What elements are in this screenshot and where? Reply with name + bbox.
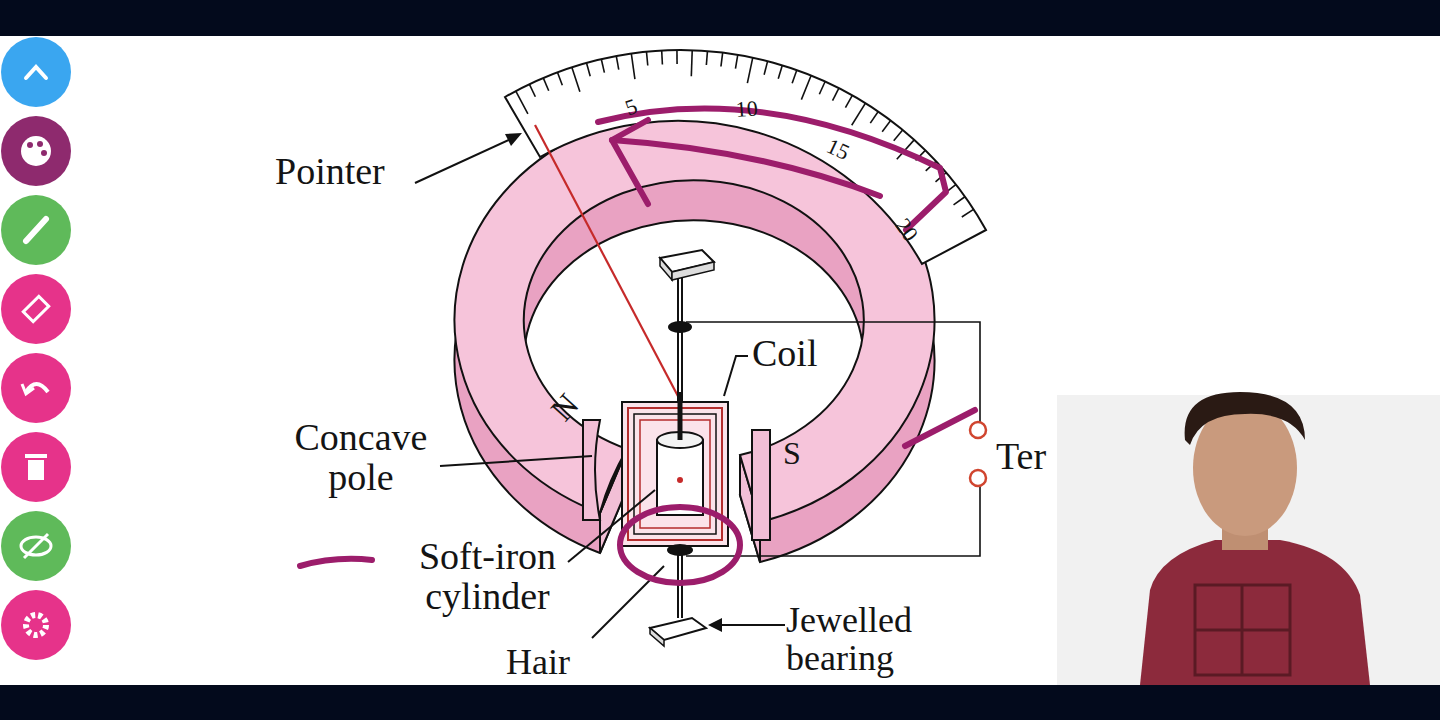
part-label: Coil: [752, 334, 817, 374]
part-label: Hair: [506, 644, 570, 682]
scale-tick: [706, 51, 707, 65]
scale-tick: [516, 91, 528, 114]
scale-tick: [962, 209, 974, 217]
part-label: Ter: [996, 437, 1046, 477]
scale-tick: [778, 65, 782, 78]
scale-tick: [721, 53, 723, 67]
scale-tick: [557, 72, 562, 85]
scale-number: 10: [735, 96, 759, 121]
scale-tick: [801, 75, 811, 99]
scale-tick: [646, 52, 647, 66]
webcam-overlay: [1057, 392, 1440, 685]
arrowhead: [505, 133, 522, 146]
leader-line: [440, 456, 592, 466]
part-label: Jewelled bearing: [786, 602, 936, 678]
pen-annotations: [300, 108, 975, 583]
terminal: [970, 422, 986, 438]
pointer-needle: [535, 125, 680, 400]
scale-arc: [505, 50, 986, 264]
scale-tick: [833, 88, 839, 100]
scale-tick: [691, 50, 694, 76]
jewelled-bearing: [650, 618, 785, 646]
toolbar: [1, 37, 71, 660]
leader-line: [724, 356, 748, 396]
leader-line: [415, 137, 515, 183]
scale-tick: [882, 120, 890, 131]
scale-tick: [747, 58, 752, 83]
scale-ticks: [516, 50, 974, 217]
scale-tick: [954, 197, 965, 205]
scale-tick: [764, 61, 768, 75]
scale-tick: [616, 56, 619, 70]
scale-tick: [543, 78, 548, 91]
scale-tick: [894, 130, 903, 141]
scale-tick: [819, 82, 825, 95]
part-label: Soft-iron cylinder: [400, 537, 575, 617]
pole-letter: S: [783, 437, 801, 471]
scale-tick: [845, 95, 852, 107]
scale-tick: [601, 59, 604, 73]
scale-tick: [529, 84, 535, 97]
scale-tick: [792, 70, 797, 83]
video-bar: [0, 0, 1440, 36]
scale-tick: [852, 103, 866, 125]
coil: [622, 392, 728, 556]
part-label: Pointer: [275, 152, 385, 192]
scale-tick: [572, 67, 580, 92]
video-bar: [0, 685, 1440, 720]
terminal: [970, 470, 986, 486]
scale-tick: [870, 112, 878, 124]
scale-tick: [676, 50, 678, 64]
scale-tick: [631, 53, 635, 79]
scale-tick: [735, 55, 737, 69]
leader-line: [568, 490, 655, 562]
scale-tick: [661, 50, 663, 64]
scale-tick: [586, 63, 590, 76]
part-label: Concave pole: [276, 418, 446, 498]
